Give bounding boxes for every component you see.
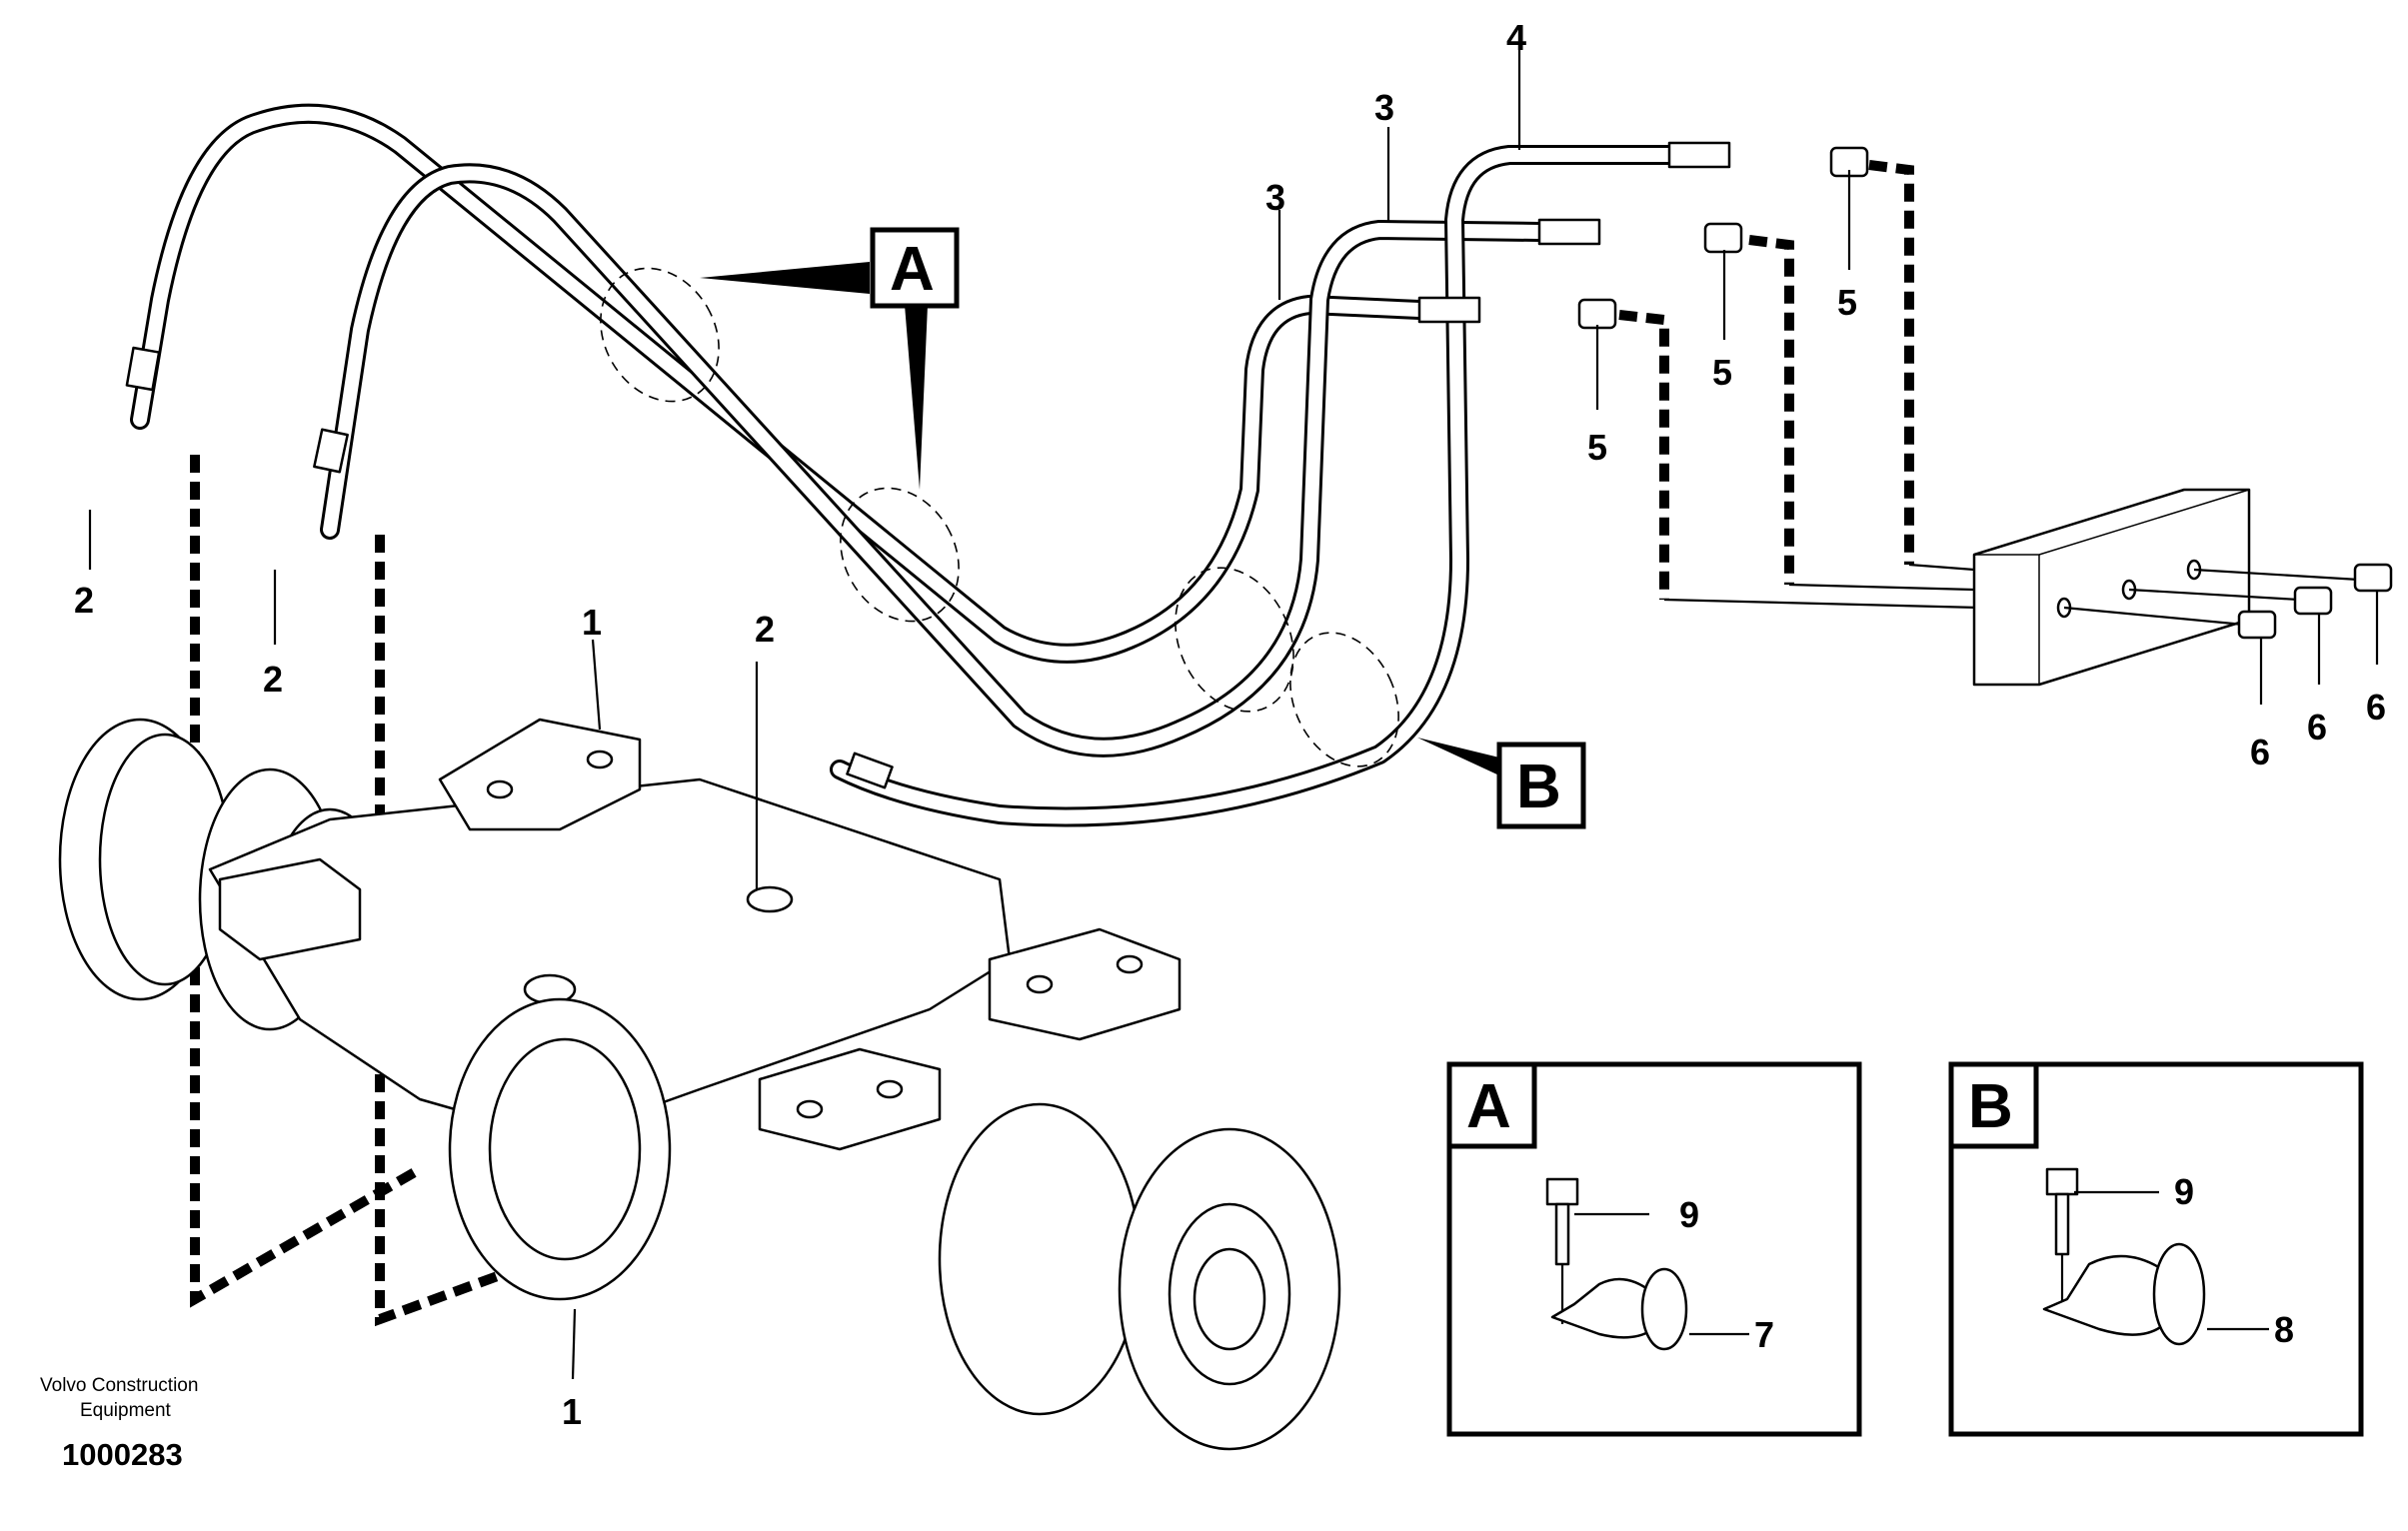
callout-adapter-a: 5 <box>1587 427 1607 468</box>
callout-hose-c: 4 <box>1506 17 1526 58</box>
detail-marker-b-label: B <box>1516 753 1561 821</box>
detail-b-panel: B 9 8 <box>1948 1061 2364 1437</box>
hose-left-pair <box>130 103 1679 827</box>
callout-elbow-center: 2 <box>755 609 775 650</box>
detail-a-clamp-callout: 7 <box>1754 1314 1774 1355</box>
callout-labels: 4 3 3 5 5 5 6 6 6 2 2 2 1 1 <box>74 17 2386 1432</box>
detail-b-screw-callout: 9 <box>2174 1171 2194 1212</box>
footer: Volvo Construction Equipment 1000283 <box>40 1375 198 1472</box>
callout-hose-a: 3 <box>1265 177 1285 218</box>
distribution-block <box>1972 488 2393 687</box>
callout-elbow-mid: 2 <box>263 659 283 700</box>
company-line-1: Volvo Construction <box>40 1375 198 1396</box>
detail-marker-a: A <box>700 227 960 490</box>
detail-a-title: A <box>1466 1072 1511 1141</box>
callout-axle-top: 1 <box>582 602 602 643</box>
callout-adapter-b: 5 <box>1712 352 1732 393</box>
detail-marker-a-label: A <box>890 235 935 304</box>
callout-hose-b: 3 <box>1374 87 1394 128</box>
callout-nipple-a: 6 <box>2250 732 2270 772</box>
callout-leaders <box>88 45 2379 1380</box>
drawing-number: 1000283 <box>62 1437 183 1472</box>
hose-fittings <box>125 141 1731 789</box>
callout-elbow-left: 2 <box>74 580 94 621</box>
detail-marker-b: B <box>1417 738 1586 829</box>
axle-assembly <box>58 718 1341 1451</box>
callout-nipple-c: 6 <box>2366 687 2386 728</box>
detail-a-panel: A 9 7 <box>1446 1061 1862 1437</box>
callout-adapter-c: 5 <box>1837 282 1857 323</box>
clamp-markers <box>600 267 1399 767</box>
dashed-pipes <box>190 160 1980 1327</box>
callout-axle-bottom: 1 <box>562 1391 582 1432</box>
detail-a-screw-callout: 9 <box>1679 1194 1699 1235</box>
detail-b-title: B <box>1968 1072 2013 1141</box>
detail-b-clamp-callout: 8 <box>2274 1309 2294 1350</box>
company-line-2: Equipment <box>80 1400 172 1421</box>
callout-nipple-b: 6 <box>2307 707 2327 748</box>
